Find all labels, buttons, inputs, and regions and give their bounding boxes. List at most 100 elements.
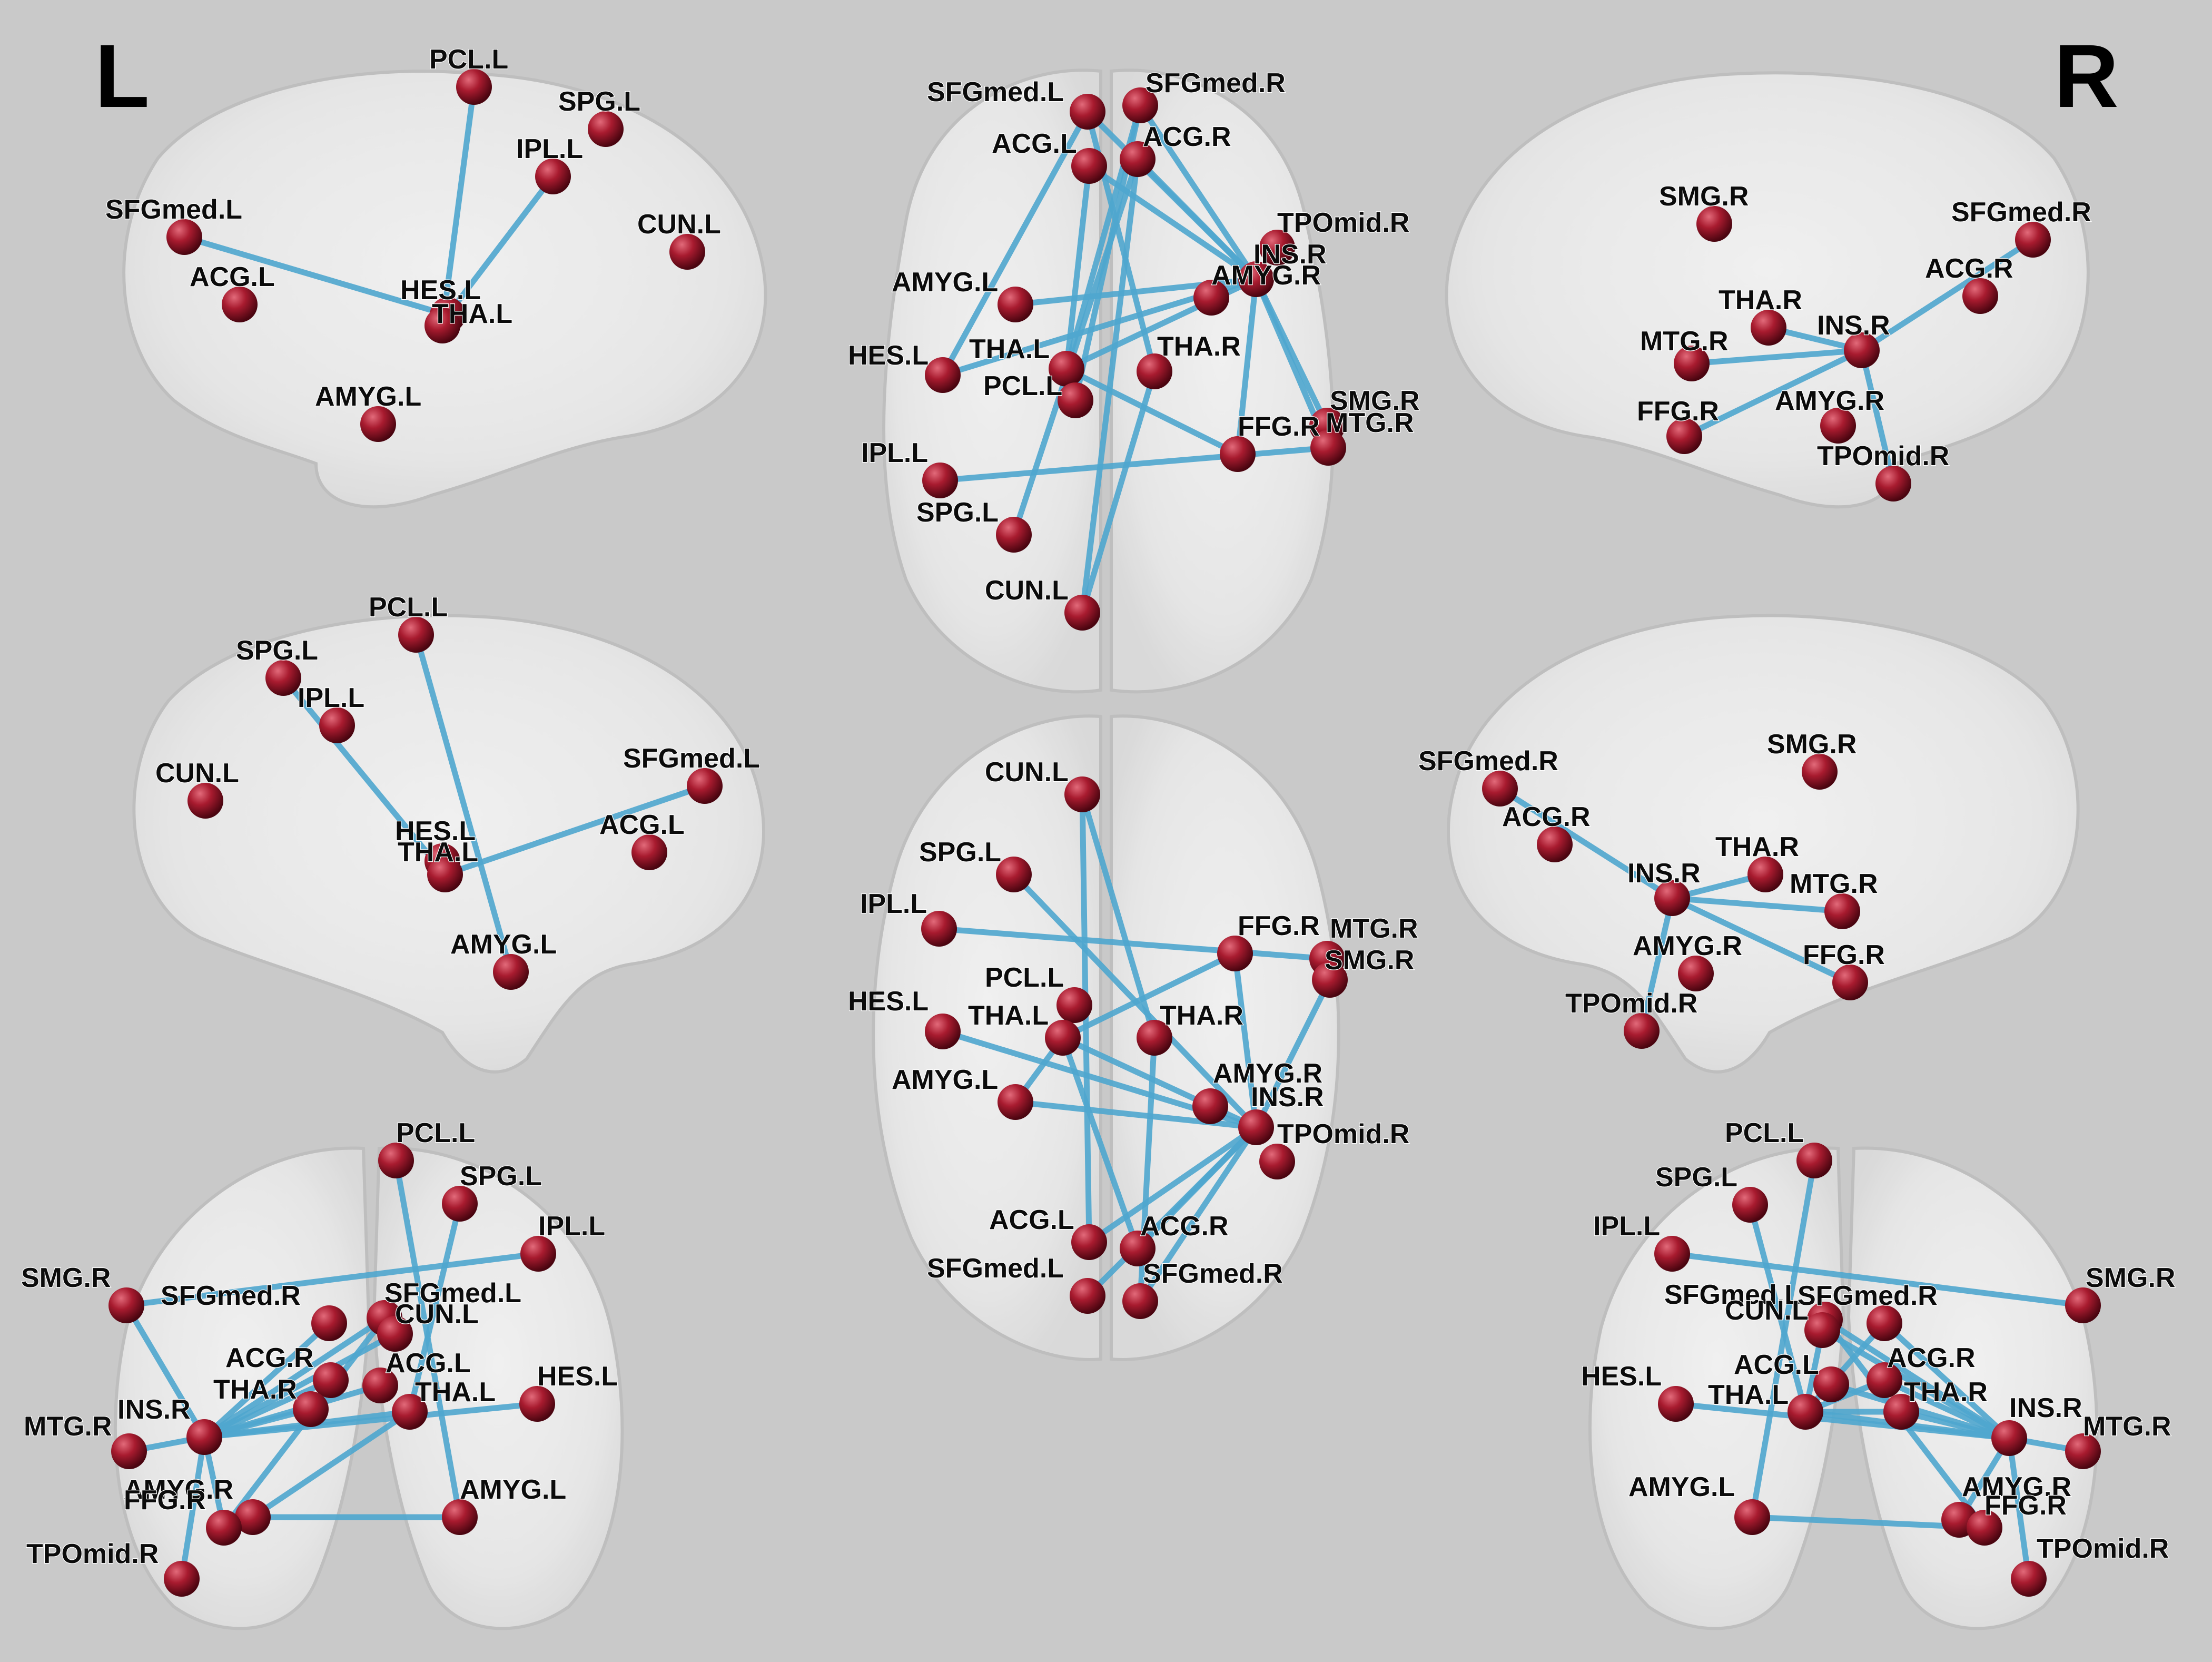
node-ventral-3 [1217,936,1253,971]
node-label-right-lateral-5: MTG.R [1640,326,1729,357]
edge-anterior-5 [1747,1202,1809,1415]
node-right-lateral-8 [1875,466,1911,501]
node-left-lateral-4 [669,234,705,270]
edge-ventral-15 [1137,1124,1259,1304]
node-label-right-lateral-3: THA.R [1719,285,1802,316]
node-label-dorsal-3: ACG.R [1143,122,1231,152]
node-label-dorsal-10: PCL.L [983,371,1062,401]
node-dorsal-0 [1070,94,1105,130]
node-left-medial-8 [493,954,529,990]
node-label-left-medial-7: THA.L [398,837,478,868]
brain-dorsal-right [1110,68,1335,694]
node-label-ventral-10: AMYG.L [892,1065,998,1095]
node-label-left-medial-8: AMYG.L [450,929,557,960]
edge-left-lateral-0 [439,84,477,329]
node-label-dorsal-5: INS.R [1253,239,1327,270]
node-ventral-15 [1120,1231,1156,1266]
node-right-medial-5 [1824,893,1860,929]
node-dorsal-3 [1120,141,1156,177]
node-label-posterior-16: AMYG.L [460,1474,566,1505]
edge-dorsal-8 [1134,156,1259,282]
node-label-anterior-7: ACG.L [1734,1350,1819,1380]
node-anterior-5 [1867,1305,1902,1341]
edge-anterior-12 [1822,1316,2012,1441]
brain-left-medial [132,614,765,1074]
node-right-lateral-4 [1844,332,1880,368]
node-posterior-13 [111,1433,147,1469]
edge-posterior-1 [201,1320,332,1440]
node-left-lateral-8 [360,406,396,442]
node-label-posterior-4: SFGmed.R [161,1281,301,1311]
edge-ventral-12 [1086,1124,1259,1245]
node-label-posterior-14: AMYG.R [124,1474,233,1505]
node-label-left-lateral-4: CUN.L [637,209,721,240]
node-anterior-17 [2011,1561,2047,1597]
node-right-medial-1 [1802,754,1838,790]
node-right-lateral-1 [2015,222,2051,258]
node-posterior-17 [164,1561,200,1597]
node-anterior-2 [1654,1236,1690,1272]
region-nodes [108,69,2101,1597]
node-label-ventral-14: ACG.L [989,1205,1074,1235]
node-label-left-lateral-5: ACG.L [190,262,275,292]
node-anterior-1 [1732,1187,1768,1223]
node-label-posterior-5: SFGmed.L [384,1278,521,1309]
edge-left-medial-1 [413,632,514,975]
node-label-posterior-1: SPG.L [460,1161,542,1192]
edge-anterior-8 [1881,1377,2012,1441]
node-dorsal-17 [1064,595,1100,631]
node-dorsal-7 [998,287,1033,322]
node-label-posterior-15: FFG.R [124,1485,206,1516]
node-label-anterior-5: SFGmed.R [1798,1281,1938,1311]
node-posterior-11 [519,1386,555,1422]
node-label-right-lateral-1: SFGmed.R [1951,197,2091,228]
node-label-left-lateral-8: AMYG.L [315,381,421,412]
node-posterior-4 [311,1305,347,1341]
node-label-anterior-0: PCL.L [1725,1118,1804,1148]
node-label-dorsal-0: SFGmed.L [927,77,1064,107]
node-label-ventral-6: PCL.L [985,962,1064,993]
node-posterior-16 [442,1499,478,1535]
edge-posterior-11 [179,1434,208,1582]
node-label-anterior-15: AMYG.R [1962,1472,2071,1502]
edge-left-lateral-1 [445,173,556,318]
node-label-dorsal-16: SPG.L [916,497,999,528]
node-dorsal-13 [1310,430,1346,466]
node-label-right-lateral-7: AMYG.R [1775,386,1884,416]
node-posterior-9 [293,1391,329,1427]
node-posterior-15 [206,1510,242,1546]
node-left-medial-7 [427,857,463,892]
edge-dorsal-10 [1079,156,1141,616]
node-label-anterior-1: SPG.L [1655,1162,1737,1193]
node-label-right-medial-1: SMG.R [1767,729,1856,760]
node-dorsal-16 [996,517,1032,553]
node-label-dorsal-8: HES.L [848,340,929,371]
node-label-dorsal-1: SFGmed.R [1146,68,1286,99]
edge-right-medial-0 [1497,785,1675,901]
node-label-left-medial-6: HES.L [395,816,476,847]
node-label-right-medial-8: TPOmid.R [1565,988,1697,1019]
node-label-ventral-1: SPG.L [919,837,1001,868]
node-label-anterior-16: FFG.R [1984,1490,2067,1521]
brain-ventral-right [1110,714,1340,1361]
node-right-lateral-3 [1751,310,1786,346]
edge-anterior-16 [1749,1157,1818,1520]
node-label-dorsal-9: THA.L [969,334,1050,365]
edge-left-lateral-2 [181,234,451,318]
node-ventral-0 [1064,776,1100,812]
node-right-lateral-0 [1696,206,1732,242]
node-label-anterior-6: CUN.L [1725,1295,1809,1326]
edge-right-medial-4 [1638,895,1675,1034]
node-ventral-14 [1071,1224,1107,1260]
edge-dorsal-3 [1137,102,1259,282]
node-label-left-lateral-6: HES.L [400,275,481,306]
node-label-posterior-7: ACG.R [225,1343,314,1373]
node-label-ventral-11: AMYG.R [1213,1058,1322,1089]
node-label-ventral-3: FFG.R [1238,911,1320,941]
node-right-medial-2 [1537,827,1573,862]
node-label-right-lateral-4: INS.R [1817,310,1890,341]
node-label-ventral-9: THA.R [1160,1000,1243,1031]
edge-dorsal-20 [1079,368,1158,616]
edge-posterior-12 [123,1251,541,1309]
node-label-dorsal-12: SMG.R [1330,386,1419,416]
